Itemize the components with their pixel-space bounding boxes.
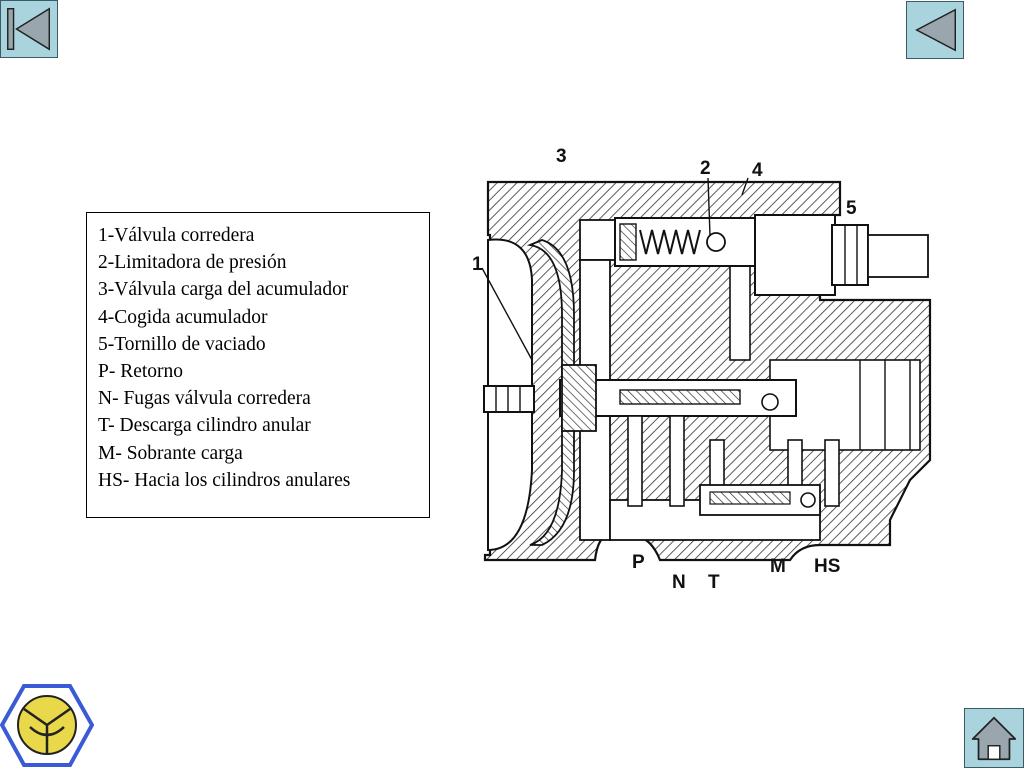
accumulator-port xyxy=(754,214,836,296)
legend-item: HS- Hacia los cilindros anulares xyxy=(98,469,351,491)
label-p: P xyxy=(632,552,645,573)
legend-item: T- Descarga cilindro anular xyxy=(98,415,311,437)
legend-item: 4-Cogida acumulador xyxy=(98,306,268,328)
legend-item: 2-Limitadora de presión xyxy=(98,252,287,274)
legend-item: P- Retorno xyxy=(98,361,184,383)
slide-valve-disc xyxy=(526,239,575,546)
drain-screw xyxy=(831,224,869,286)
label-3: 3 xyxy=(556,146,567,167)
home-icon xyxy=(971,716,1017,761)
label-4: 4 xyxy=(752,160,763,181)
first-page-button[interactable] xyxy=(0,0,58,58)
legend-item: M- Sobrante carga xyxy=(98,442,243,464)
previous-page-icon xyxy=(915,8,956,52)
label-n: N xyxy=(672,572,686,593)
legend-item: N- Fugas válvula corredera xyxy=(98,388,311,410)
legend-item: 5-Tornillo de vaciado xyxy=(98,333,266,355)
first-page-icon xyxy=(7,7,50,51)
label-t: T xyxy=(708,572,720,593)
label-hs: HS xyxy=(814,556,840,577)
legend-item: 1-Válvula corredera xyxy=(98,225,255,246)
legend-item: 3-Válvula carga del acumulador xyxy=(98,279,349,301)
home-button[interactable] xyxy=(964,708,1024,768)
previous-page-button[interactable] xyxy=(906,1,964,59)
label-5: 5 xyxy=(846,198,857,219)
logo[interactable] xyxy=(0,683,94,768)
label-m: M xyxy=(770,556,786,577)
label-2: 2 xyxy=(700,158,711,179)
legend-box: 1-Válvula corredera 2-Limitadora de presi… xyxy=(86,212,430,518)
logo-icon xyxy=(0,684,94,767)
valve-cross-section-diagram: 3 2 4 5 1 P N T M HS xyxy=(470,140,940,600)
label-1: 1 xyxy=(472,254,483,275)
